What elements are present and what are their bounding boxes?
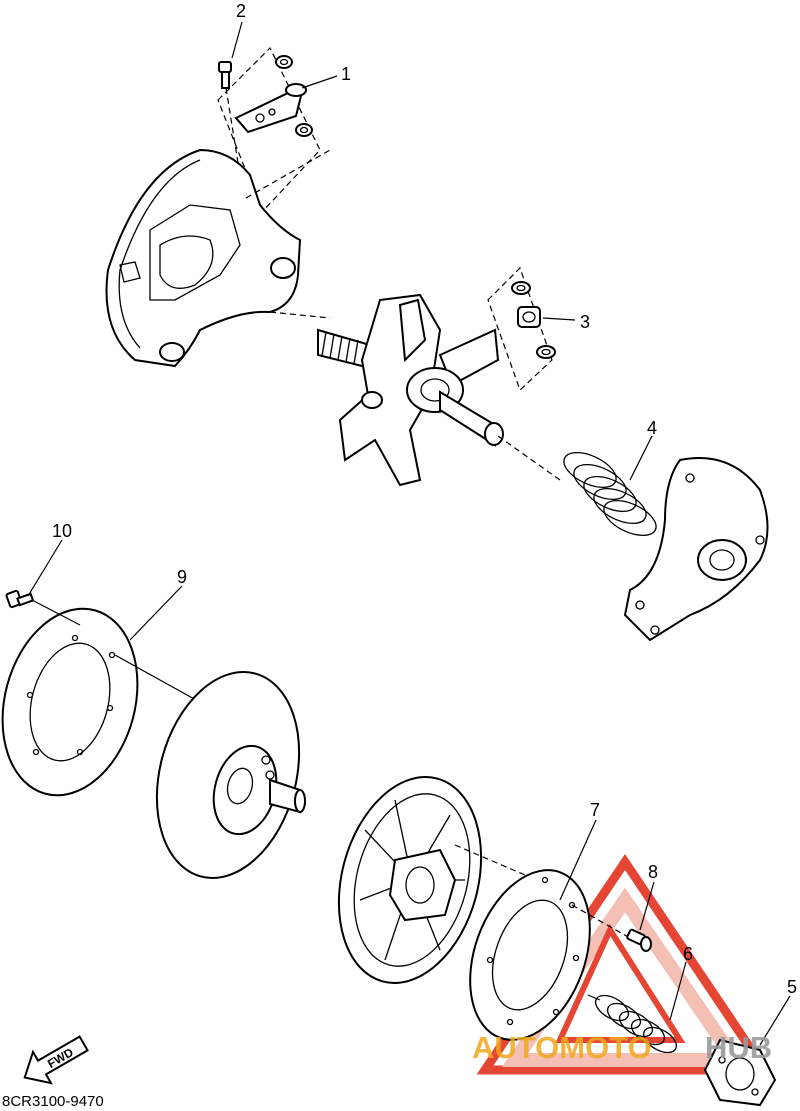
part-6-spring [587,994,678,1054]
callout-5: 5 [787,977,797,997]
movable-sheave [337,776,561,984]
part-7-plate [469,869,631,1041]
part-2-bolt [218,61,241,176]
callout-8: 8 [648,862,658,882]
callout-10: 10 [52,521,72,541]
callout-4: 4 [647,418,657,438]
part-3-bushings [487,266,556,392]
callout-9: 9 [177,567,187,587]
callout-1: 1 [341,64,351,84]
fixed-sheave [155,671,306,879]
part-10-bolt [5,589,81,626]
callout-numbers: 2 1 3 4 5 6 7 8 9 10 [52,1,797,997]
part-9-plate [1,607,206,797]
callout-6: 6 [683,944,693,964]
cover-plate [623,457,769,642]
callout-2: 2 [236,1,246,21]
sheave-housing [105,148,331,368]
callout-7: 7 [590,800,600,820]
part-5-cap [703,1038,777,1107]
part-4-spring [563,452,657,536]
callout-3: 3 [580,312,590,332]
spider-shaft-assembly [317,293,561,487]
fwd-arrow-icon: FWD [23,1035,89,1085]
part-8-screw [626,928,652,952]
diagram-code: 8CR3100-9470 [2,1093,104,1110]
watermark: AUTOMOTO HUB [472,1030,772,1065]
watermark-text-left: AUTOMOTO [472,1030,652,1065]
watermark-text-right: HUB [705,1030,772,1065]
leader-lines [27,21,791,1046]
